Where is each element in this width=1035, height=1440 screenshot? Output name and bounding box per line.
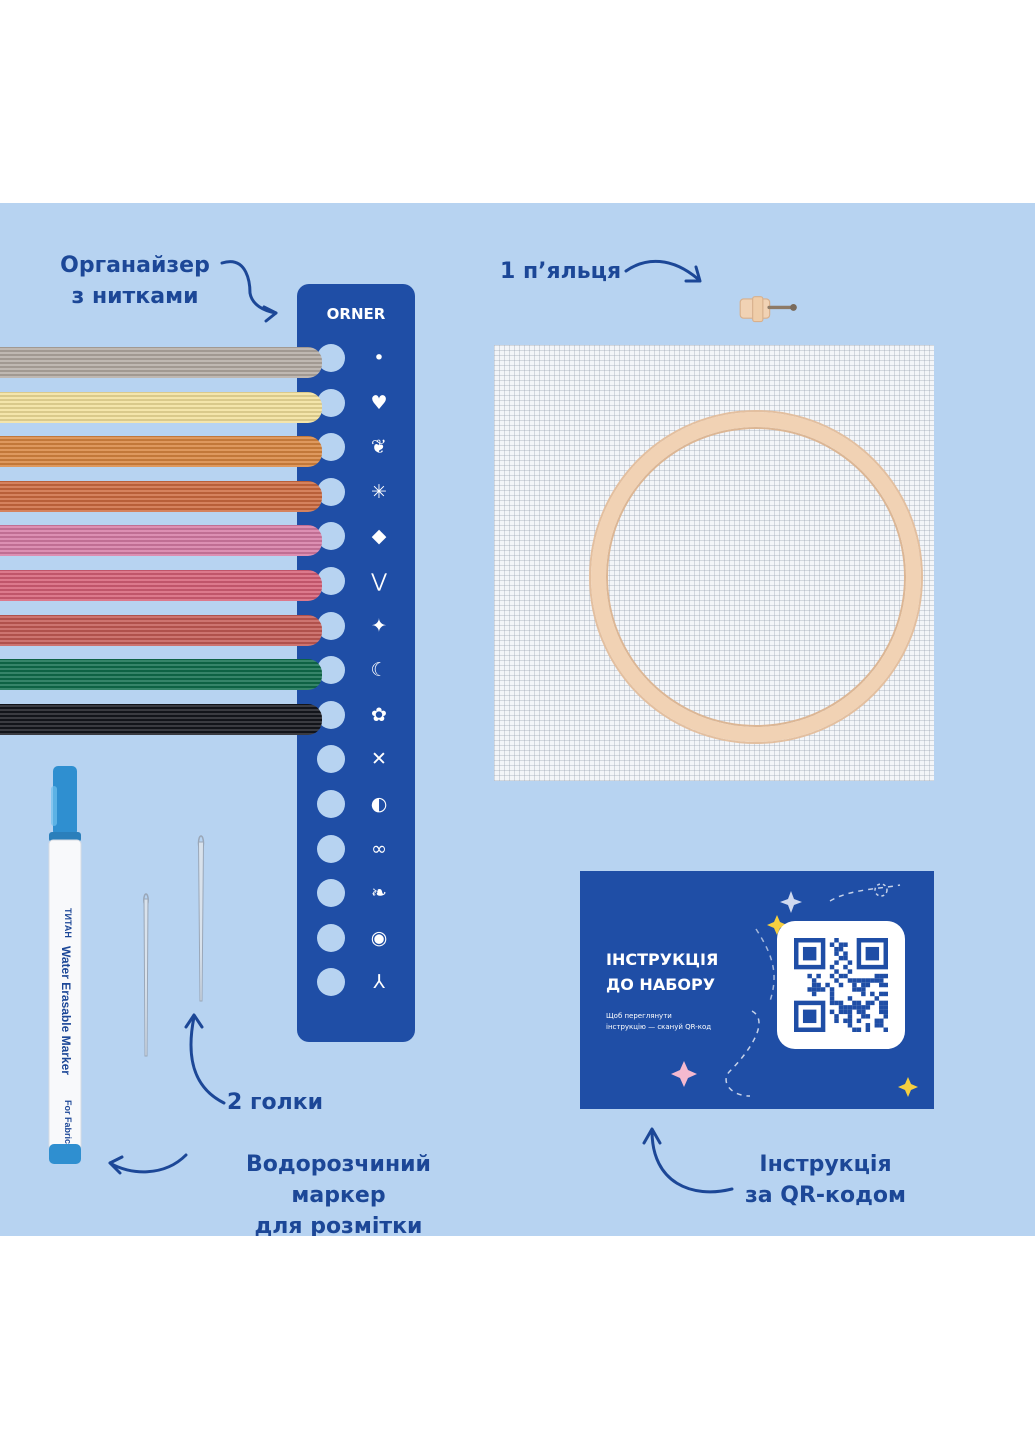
instruction-card: ІНСТРУКЦІЯ ДО НАБОРУ Щоб переглянути інс… xyxy=(580,871,934,1109)
water-erasable-marker: ТИТАН Water Erasable Marker For Fabric xyxy=(45,766,85,1170)
thread-skein xyxy=(0,480,322,512)
snowflake-icon: ✳ xyxy=(371,480,387,503)
sparkle-icon xyxy=(780,891,802,913)
thread-skein xyxy=(0,614,322,646)
hoop-clamp-icon xyxy=(739,296,797,323)
product-panel: Органайзер з нитками 1 п’яльця ORNER • ♥ ❦… xyxy=(0,203,1035,1236)
marker-line2: For Fabric xyxy=(63,1100,73,1145)
leaf-icon: ❧ xyxy=(371,882,387,905)
card-title: ІНСТРУКЦІЯ ДО НАБОРУ xyxy=(606,950,719,994)
thread-skein xyxy=(0,525,322,557)
arrow-marker xyxy=(108,1153,188,1175)
thread-skein xyxy=(0,570,322,601)
organizer-hole xyxy=(317,834,345,863)
organizer-hole xyxy=(317,790,345,818)
half-circle-icon: ◐ xyxy=(370,793,388,815)
cross-icon: ✕ xyxy=(371,748,387,771)
arrow-instruction xyxy=(642,1127,734,1194)
flower-icon: ✿ xyxy=(371,703,387,726)
organizer-hole xyxy=(317,879,345,908)
organizer-hole xyxy=(317,745,345,774)
thread-skein xyxy=(0,659,322,691)
organizer-hole xyxy=(317,968,345,997)
label-instruction: Інструкція за QR-кодом xyxy=(745,1152,906,1208)
label-hoop: 1 п’яльця xyxy=(500,259,622,284)
eye-icon: ◉ xyxy=(370,926,388,949)
needle-large xyxy=(197,835,205,1002)
card-decoration xyxy=(671,883,918,1097)
heart-icon: ♥ xyxy=(370,391,388,414)
thread-skein xyxy=(0,391,322,423)
qr-code-icon xyxy=(794,938,888,1032)
thread-skein xyxy=(0,703,322,735)
sparkle-icon: ✦ xyxy=(371,614,387,637)
label-needles: 2 голки xyxy=(227,1090,324,1115)
sparkle-icon xyxy=(767,915,787,935)
lotus-icon: ❦ xyxy=(371,436,387,459)
marker-line1: Water Erasable Marker xyxy=(59,946,73,1075)
arrow-hoop xyxy=(624,259,702,283)
thread-skein xyxy=(0,436,322,468)
sparkle-icon xyxy=(671,1061,697,1087)
label-marker: Водорозчиний маркер для розмітки xyxy=(246,1152,431,1236)
infinity-icon: ∞ xyxy=(371,837,387,860)
sparkle-icon xyxy=(898,1077,918,1097)
arrow-needles xyxy=(184,1013,226,1105)
arrow-organizer xyxy=(220,260,278,323)
diamond-icon: ◆ xyxy=(371,525,387,548)
qr-code-box xyxy=(777,921,905,1049)
dot-icon: • xyxy=(373,347,385,369)
embroidery-hoop xyxy=(591,412,921,742)
sprout-icon: ⅄ xyxy=(373,971,385,994)
moon-icon: ☾ xyxy=(370,659,388,682)
label-organizer: Органайзер з нитками xyxy=(60,253,210,309)
card-subtitle: Щоб переглянути інструкцію — скануй QR-к… xyxy=(606,1012,712,1031)
chevron-icon: ⋁ xyxy=(371,570,387,592)
organizer-brand: ORNER xyxy=(326,305,386,323)
needle-small xyxy=(143,893,149,1057)
thread-skein xyxy=(0,347,322,378)
marker-brand: ТИТАН xyxy=(63,908,73,938)
organizer-hole xyxy=(317,923,345,952)
